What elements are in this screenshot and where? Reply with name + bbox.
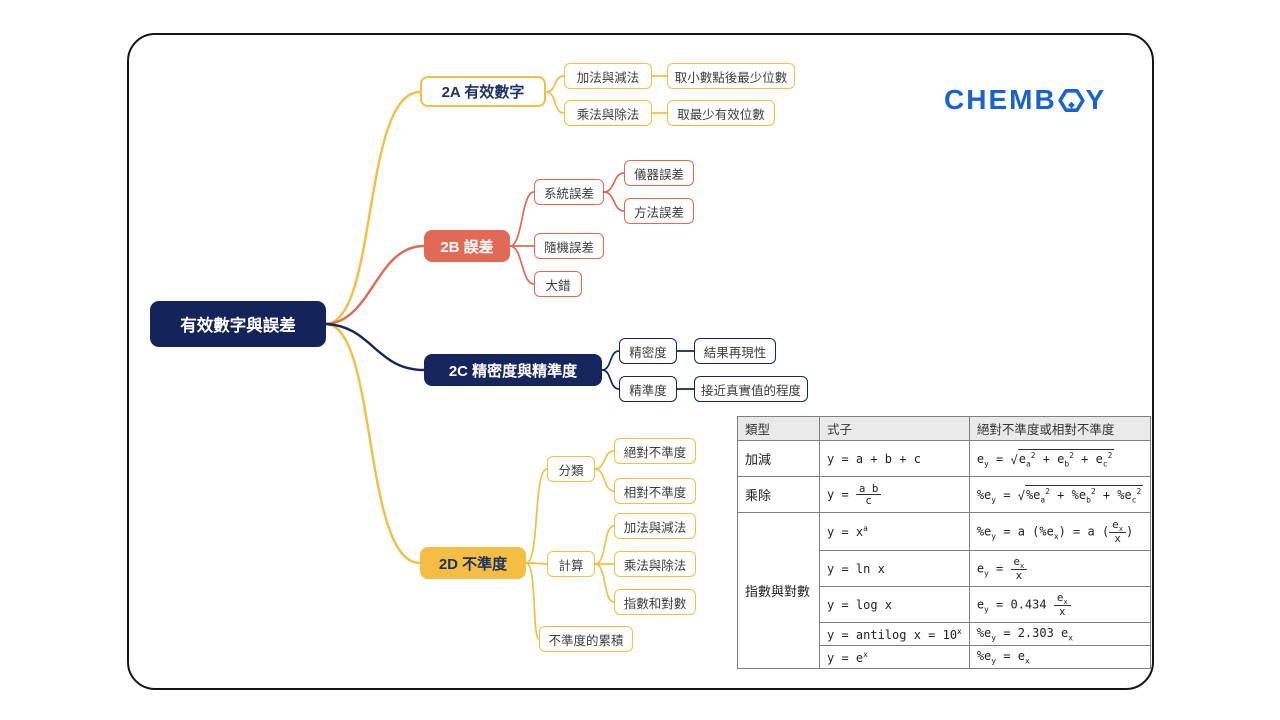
branch-2c-precision-accuracy: 2C 精密度與精準度: [424, 354, 602, 386]
table-row-exp: y = ex %ey = ex: [738, 645, 1152, 669]
node-2b-instrument-error: 儀器誤差: [624, 160, 694, 186]
cell-formula-antilog: y = antilog x = 10x: [819, 622, 970, 646]
node-2a-add-rule: 取小數點後最少位數: [667, 63, 795, 89]
logo-text-left: CHEMB: [944, 84, 1057, 115]
node-2d-relative-uncertainty: 相對不準度: [614, 478, 696, 504]
logo-text-right: Y: [1085, 84, 1107, 115]
node-2d-exponent-logarithm: 指數和對數: [614, 589, 696, 615]
node-2a-add-subtract: 加法與減法: [564, 63, 652, 89]
cell-formula-power: y = xa: [819, 512, 970, 551]
node-2c-precision: 精密度: [619, 338, 677, 364]
hexagon-icon: [1058, 88, 1085, 112]
node-2a-multiply-rule: 取最少有效位數: [667, 100, 775, 126]
cell-type-add: 加減: [737, 440, 820, 477]
node-2c-accuracy: 精準度: [619, 376, 677, 402]
cell-result-exp: %ey = ex: [968, 645, 1152, 669]
branch-2b-errors: 2B 誤差: [424, 230, 510, 262]
cell-formula-add: y = a + b + c: [819, 440, 970, 477]
table-header-formula: 式子: [819, 416, 970, 441]
table-header-uncertainty: 絕對不準度或相對不準度: [968, 416, 1152, 441]
node-2c-closeness-to-true-value: 接近真實值的程度: [694, 376, 808, 402]
table-row-antilog: y = antilog x = 10x %ey = 2.303 ex: [738, 622, 1152, 646]
node-2d-calculation: 計算: [547, 551, 595, 577]
slide-border: [127, 33, 1154, 690]
node-2d-absolute-uncertainty: 絕對不準度: [614, 438, 696, 464]
node-2d-multiply-divide: 乘法與除法: [614, 551, 696, 577]
branch-2a-significant-figures: 2A 有效數字: [420, 76, 546, 107]
node-2a-multiply-divide: 乘法與除法: [564, 100, 652, 126]
node-2b-systematic-error: 系統誤差: [534, 179, 604, 205]
table-row-add: 加減 y = a + b + c ey = √ea2 + eb2 + ec2: [737, 440, 1152, 477]
cell-formula-exp: y = ex: [819, 645, 970, 669]
cell-type-multiply: 乘除: [737, 476, 820, 513]
cell-result-multiply: %ey = √%ea2 + %eb2 + %ec2: [968, 476, 1152, 513]
node-2b-random-error: 隨機誤差: [534, 233, 604, 259]
chemboy-logo: CHEMB Y: [944, 84, 1106, 116]
node-2d-add-subtract: 加法與減法: [614, 513, 696, 539]
branch-2d-uncertainty: 2D 不準度: [420, 547, 526, 579]
cell-formula-ln: y = ln x: [819, 550, 970, 587]
node-2b-gross-error: 大錯: [534, 271, 582, 297]
mindmap-root-node: 有效數字與誤差: [150, 301, 326, 347]
uncertainty-table: 類型 式子 絕對不準度或相對不準度 加減 y = a + b + c ey = …: [737, 416, 1152, 669]
node-2d-uncertainty-accumulation: 不準度的累積: [539, 626, 633, 652]
cell-formula-log: y = log x: [819, 586, 970, 623]
cell-result-add: ey = √ea2 + eb2 + ec2: [968, 440, 1152, 477]
cell-type-exp-log: 指數與對數: [737, 512, 820, 669]
cell-result-antilog: %ey = 2.303 ex: [968, 622, 1152, 646]
node-2b-method-error: 方法誤差: [624, 198, 694, 224]
node-2c-reproducibility: 結果再現性: [694, 338, 776, 364]
node-2d-classification: 分類: [547, 456, 595, 482]
table-header-type: 類型: [737, 416, 820, 441]
